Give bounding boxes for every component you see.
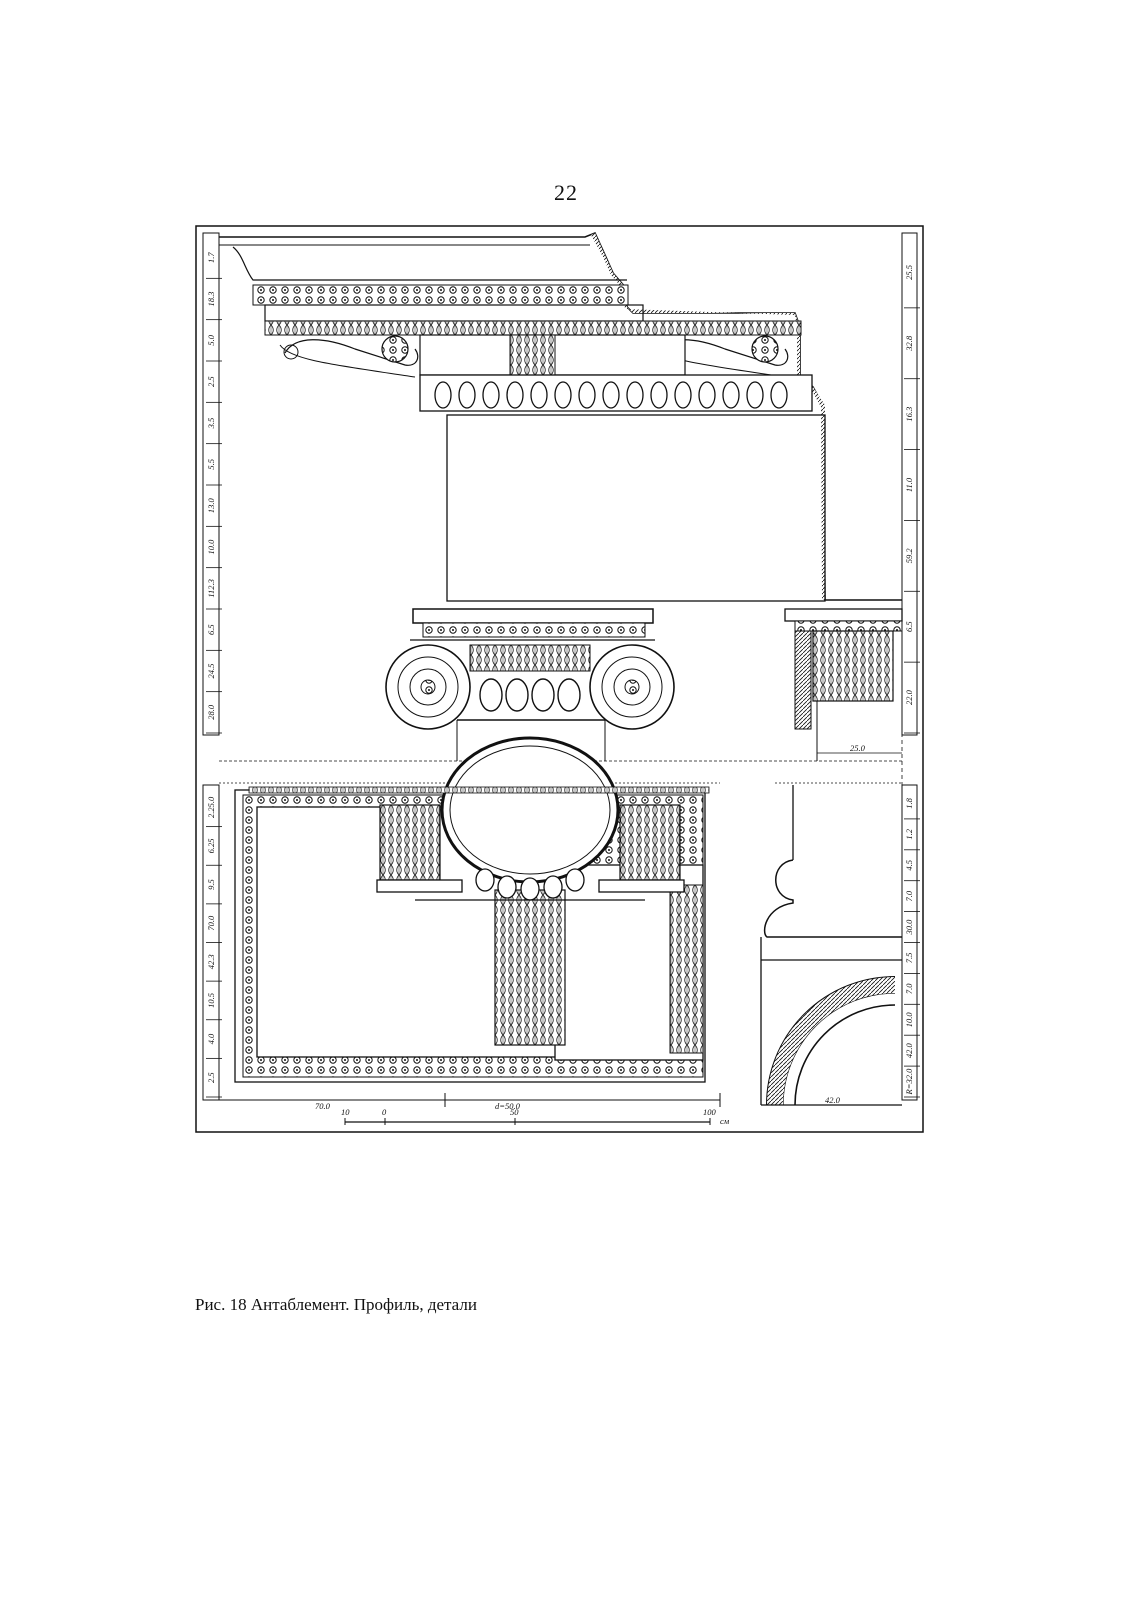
acanthus-left xyxy=(379,804,441,881)
dimension-label: 70.0 xyxy=(206,915,216,931)
frieze xyxy=(446,414,826,602)
dimension-label: 9.5 xyxy=(206,879,216,890)
dim-70: 70.0 xyxy=(315,1101,331,1111)
architectural-drawing: 25.0 42.0 xyxy=(195,225,924,1133)
leaf-band xyxy=(264,320,802,336)
dimension-label: 112.3 xyxy=(206,579,216,598)
dimension-label: 32.8 xyxy=(904,335,914,352)
dimension-label: 2.25.0 xyxy=(206,796,216,818)
dimension-label: 6.5 xyxy=(206,624,216,635)
dimension-label: 7.0 xyxy=(904,983,914,994)
dimension-label: 2.5 xyxy=(206,1072,216,1083)
capital-side-profile: 25.0 xyxy=(784,608,903,761)
dimension-label: 7.5 xyxy=(904,953,914,964)
right-dimension-column xyxy=(901,232,918,736)
dimension-label: 25.5 xyxy=(904,265,914,280)
dimension-label: 28.0 xyxy=(206,704,216,720)
dimension-label: 6.25 xyxy=(206,839,216,854)
dimension-label: 13.0 xyxy=(206,497,216,513)
dimension-label: 22.0 xyxy=(904,689,914,705)
scale-tick-10: 10 xyxy=(341,1107,350,1117)
scale-tick-100: 100 xyxy=(703,1107,717,1117)
dimension-label: 11.0 xyxy=(904,477,914,492)
scale-bar: 10 0 50 100 см xyxy=(341,1107,730,1126)
dimension-label: 1.2 xyxy=(904,828,914,839)
page-number: 22 xyxy=(554,180,578,205)
plate-frame xyxy=(195,225,924,1133)
dimension-label: 4.0 xyxy=(206,1033,216,1044)
ornament-band xyxy=(252,284,629,306)
dimension-label: 2.5 xyxy=(206,376,216,387)
dimension-label: 30.0 xyxy=(904,919,914,936)
ionic-capital xyxy=(385,608,675,761)
dimension-label: R=32.0 xyxy=(904,1068,914,1096)
egg-and-dart xyxy=(419,374,813,412)
dimension-label: 24.5 xyxy=(206,664,216,679)
left-dimension-column xyxy=(202,232,220,736)
dim-25: 25.0 xyxy=(850,743,866,753)
dimension-label: 5.0 xyxy=(206,334,216,345)
scale-unit: см xyxy=(720,1116,730,1126)
dim-d50: d=50.0 xyxy=(495,1101,521,1111)
dimension-label: 7.0 xyxy=(904,890,914,901)
ring-eggs xyxy=(475,868,585,901)
figure-caption: Рис. 18 Антаблемент. Профиль, детали xyxy=(195,1295,477,1314)
left-dimensions-lower: 2.25.0 6.25 9.5 70.0 42.3 10.5 4.0 2.5 xyxy=(206,796,222,1098)
dimension-label: 59.2 xyxy=(904,548,914,564)
dimension-label: 1.8 xyxy=(904,797,914,808)
dimension-label: 18.3 xyxy=(206,292,216,307)
dimension-label: 1.7 xyxy=(206,252,216,263)
dimension-label: 3.5 xyxy=(206,418,216,430)
right-dimensions-upper: 25.5 32.8 16.3 11.0 59.2 6.5 22.0 xyxy=(904,265,920,734)
base-profile: 42.0 xyxy=(760,785,902,1106)
console-left xyxy=(279,335,419,378)
dimension-label: 10.0 xyxy=(904,1012,914,1028)
dimension-label: 4.5 xyxy=(904,860,914,871)
acanthus-right xyxy=(619,804,681,881)
dimension-label: 16.3 xyxy=(904,407,914,422)
dimension-label: 10.5 xyxy=(206,993,216,1008)
soffit-plan xyxy=(234,736,710,1083)
center-panel xyxy=(494,889,566,1046)
dimension-label: 6.5 xyxy=(904,621,914,632)
dimension-label: 42.0 xyxy=(904,1042,914,1058)
modillion-center xyxy=(509,334,556,376)
dim-42: 42.0 xyxy=(825,1095,841,1105)
left-dimensions-upper: 1.7 18.3 5.0 2.5 3.5 5.5 13.0 10.0 112.3 6.5 24.5 2… xyxy=(206,252,222,734)
dimension-label: 42.3 xyxy=(206,954,216,969)
bottom-dimension-line: 70.0 d=50.0 xyxy=(219,1093,721,1111)
cornice-profile xyxy=(219,231,902,602)
dimension-label: 5.5 xyxy=(206,459,216,470)
right-dimensions-lower: 1.8 1.2 4.5 7.0 30.0 7.5 7.0 10.0 42.0R=32.0 xyxy=(904,797,920,1098)
dimension-label: 10.0 xyxy=(206,539,216,555)
scale-tick-50: 50 xyxy=(510,1107,519,1117)
scale-tick-0: 0 xyxy=(382,1107,387,1117)
